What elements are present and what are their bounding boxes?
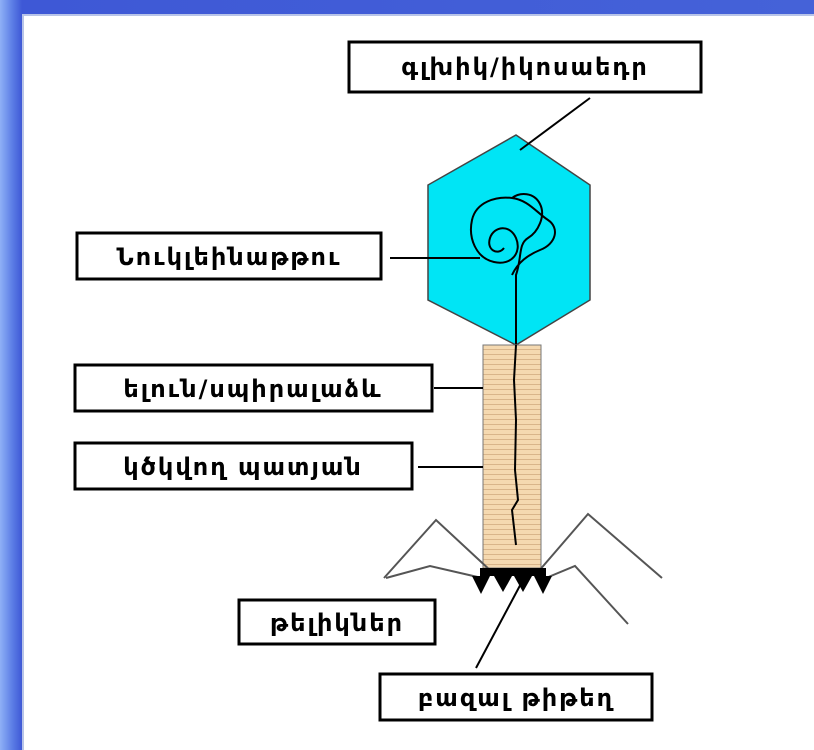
tail-core-strand [510, 344, 520, 546]
leader-base-plate [475, 577, 525, 669]
label-collar: ելուն/սպիրալաձև [73, 363, 434, 413]
phage-tail-sheath [482, 344, 542, 569]
phage-head [427, 134, 591, 346]
nucleic-acid-strand [470, 193, 556, 345]
label-head-text: գլխիկ/իկոսաեդր [401, 53, 649, 81]
label-base-plate-text: բազալ թիթեղ [418, 684, 614, 712]
leader-head [519, 97, 591, 151]
tail-fibers [383, 512, 663, 625]
label-fibers-text: թելիկներ [270, 609, 404, 637]
label-collar-text: ելուն/սպիրալաձև [123, 375, 382, 403]
label-sheath: կծկվող պատյան [73, 441, 414, 491]
label-fibers: թելիկներ [237, 598, 437, 646]
label-nucleic-acid: Նուկլեինաթթու [75, 231, 383, 281]
label-head: գլխիկ/իկոսաեդր [347, 40, 703, 94]
base-plate [472, 568, 552, 594]
label-base-plate: բազալ թիթեղ [378, 672, 654, 722]
label-sheath-text: կծկվող պատյան [123, 453, 363, 481]
label-nucleic-acid-text: Նուկլեինաթթու [117, 243, 342, 271]
